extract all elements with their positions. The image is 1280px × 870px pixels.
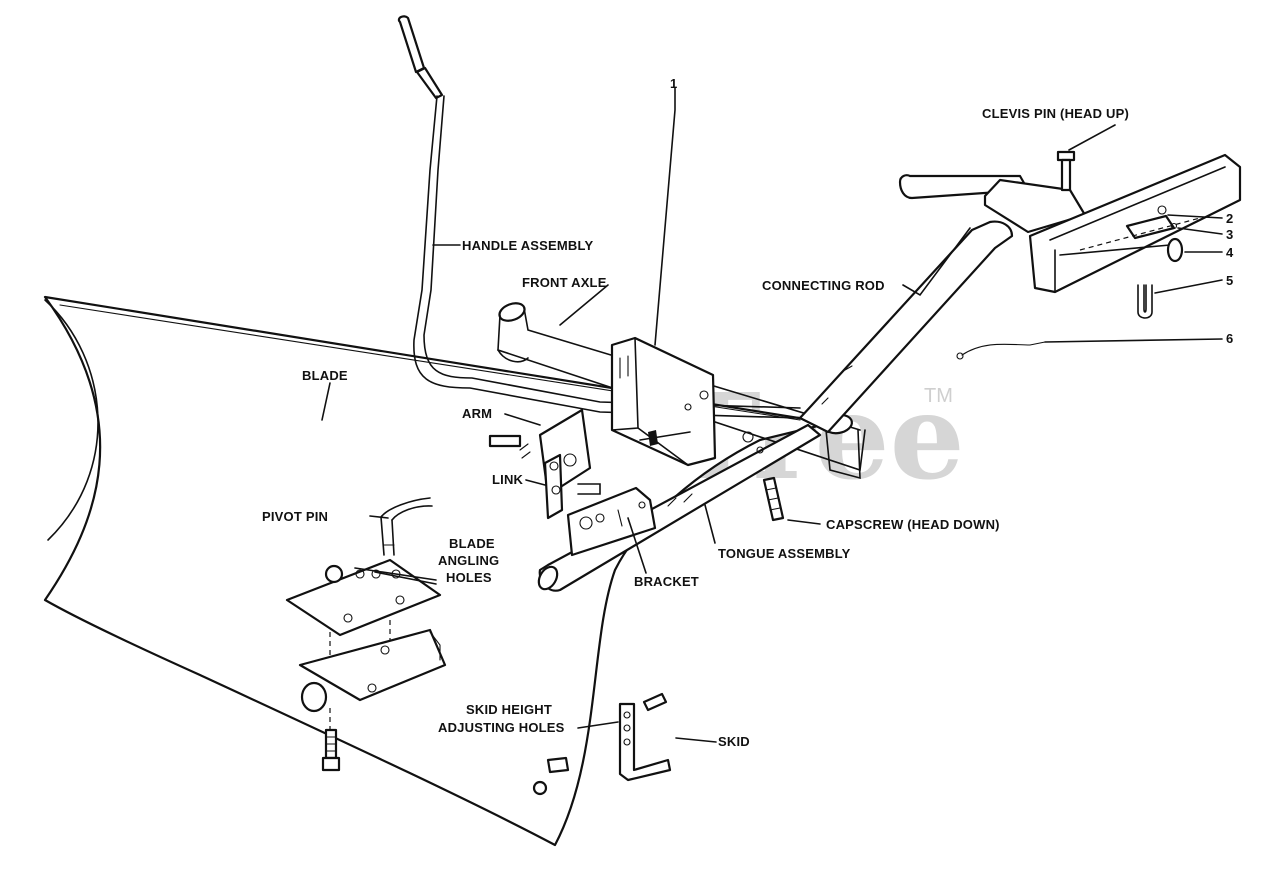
skid-height-label-line2: ADJUSTING HOLES (438, 720, 565, 735)
ref-4-label: 4 (1226, 245, 1234, 260)
skid-part (532, 692, 672, 796)
handle-assembly-part (397, 15, 801, 419)
ref-1-label: 1 (670, 76, 677, 91)
bracket-label: BRACKET (634, 574, 699, 589)
ref-3-label: 3 (1226, 227, 1233, 242)
skid-label: SKID (718, 734, 750, 749)
arm-link-part (488, 408, 601, 520)
mount-bracket-part (610, 336, 717, 467)
tongue-assembly-part (537, 423, 822, 592)
tongue-assembly-label: TONGUE ASSEMBLY (718, 546, 851, 561)
ref-5-label: 5 (1226, 273, 1233, 288)
hair-pin-part (956, 341, 1046, 360)
arm-label: ARM (462, 406, 492, 421)
pivot-pin-part (380, 497, 433, 556)
pivot-pin-label: PIVOT PIN (262, 509, 328, 524)
clevis-pin-label: CLEVIS PIN (HEAD UP) (982, 106, 1129, 121)
bottom-bolt-part (321, 708, 341, 772)
u-bolt-part (1137, 284, 1153, 319)
link-label: LINK (492, 472, 524, 487)
blade-angling-holes-label-line3: HOLES (446, 570, 492, 585)
ref-6-label: 6 (1226, 331, 1233, 346)
leader-lines (321, 87, 1223, 743)
angling-plates-part (285, 558, 447, 713)
tractor-frame-part (898, 153, 1242, 294)
bracket-part (566, 486, 693, 557)
watermark-trademark: TM (924, 385, 953, 407)
ref-2-label: 2 (1226, 211, 1233, 226)
connecting-rod-part (798, 220, 1014, 434)
capscrew-part (762, 476, 785, 522)
blade-angling-holes-label-line1: BLADE (449, 536, 495, 551)
front-axle-label: FRONT AXLE (522, 275, 607, 290)
blade-angling-holes-label-line2: ANGLING (438, 553, 499, 568)
handle-assembly-label: HANDLE ASSEMBLY (462, 238, 593, 253)
skid-height-label-line1: SKID HEIGHT (466, 702, 552, 717)
blade-label: BLADE (302, 368, 348, 383)
clevis-pin-part (1056, 150, 1076, 192)
capscrew-label: CAPSCREW (HEAD DOWN) (826, 517, 1000, 532)
connecting-rod-label: CONNECTING ROD (762, 278, 885, 293)
